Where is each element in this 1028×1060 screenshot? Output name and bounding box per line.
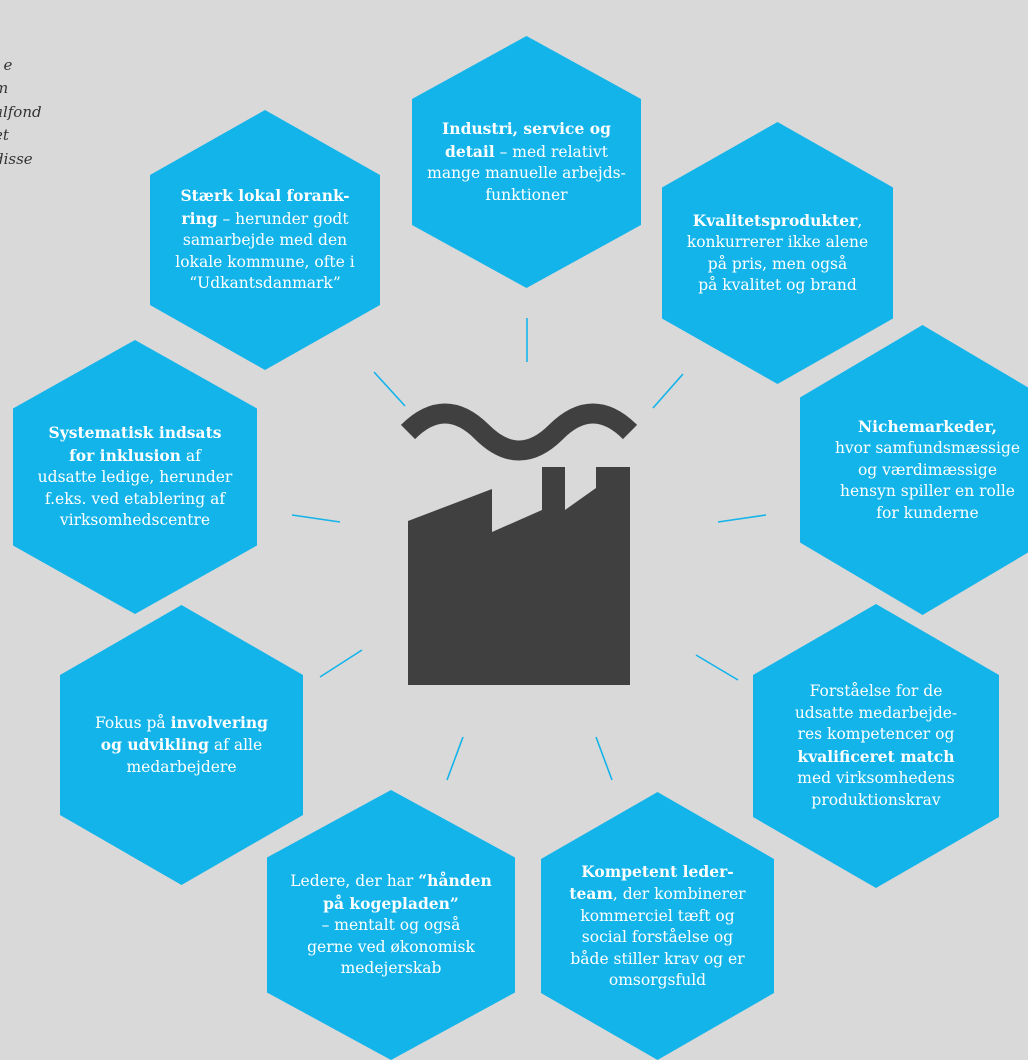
connector-line [652,373,684,409]
intro-text-fragment: e m alfond et disse [0,30,134,171]
connector-lines [291,318,767,781]
hexagon-bold-text: Kompetent leder- team [569,861,734,904]
hexagon-bold-text: involvering og udvikling [100,712,268,755]
hexagon-normal-text: , der kombinerer kommerciel tæft og soci… [570,885,746,989]
hexagon-text: Ledere, der har “hånden på kogepladen” –… [290,870,491,980]
factory-icon [400,403,638,685]
hexagon-text: Nichemarkeder, hvor samfundsmæssige og v… [835,416,1020,525]
hexagon-text: Kompetent leder- team, der kombinerer ko… [569,861,745,992]
connector-line [291,514,341,523]
hexagon-kompetent: Kompetent leder- team, der kombinerer ko… [541,792,774,1060]
hexagon-normal-text: , konkurrerer ikke alene på pris, men og… [686,211,869,295]
hexagon-normal-text: – mentalt og også gerne ved økonomisk me… [307,916,475,978]
hexagon-normal-text: Fokus på [94,713,171,732]
hexagon-normal-text: – herunder godt samarbejde med den lokal… [175,209,355,293]
connector-line [695,654,739,681]
hexagon-normal-text: af udsatte ledige, herunder f.eks. ved e… [37,446,233,530]
connector-line [373,371,406,407]
connector-line [446,736,464,781]
intro-line: disse [0,149,33,168]
connector-line [717,514,767,523]
hexagon-text: Systematisk indsats for inklusion af uds… [38,422,233,532]
hexagon-bold-text: kvalificeret match [797,746,955,766]
hexagon-bold-text: “hånden på kogepladen” [323,871,492,913]
hexagon-normal-text: af alle medarbejdere [126,736,263,776]
hexagon-normal-text: Ledere, der har [290,872,419,891]
intro-line: m [0,79,8,97]
hexagon-ledere: Ledere, der har “hånden på kogepladen” –… [267,790,515,1060]
hexagon-text: Forståelse for de udsatte medarbejde- re… [795,681,957,811]
intro-line: e [3,55,13,74]
hexagon-text: Fokus på involvering og udvikling af all… [95,712,268,779]
hexagon-bold-text: Kvalitetsprodukter [692,210,858,230]
hexagon-bold-text: Industri, service og detail [442,119,611,161]
hexagon-normal-text: Forståelse for de udsatte medarbejde- re… [794,682,958,743]
hexagon-bold-text: Stærk lokal forank- ring [180,186,350,228]
hexagon-text: Industri, service og detail – med relati… [427,118,626,206]
hexagon-text: Kvalitetsprodukter, konkurrerer ikke ale… [687,210,868,297]
hexagon-bold-text: Systematisk indsats for inklusion [48,423,222,465]
intro-line: alfond [0,102,42,121]
connector-line [595,736,613,781]
hexagon-normal-text: hvor samfundsmæssige og værdimæssige hen… [834,439,1021,522]
hexagon-lokal: Stærk lokal forank- ring – herunder godt… [150,110,380,370]
hexagon-text: Stærk lokal forank- ring – herunder godt… [175,185,354,295]
hexagon-fokus: Fokus på involvering og udvikling af all… [60,605,303,885]
hexagon-normal-text: – med relativt mange manuelle arbejds- f… [427,142,626,204]
intro-line: et [0,126,9,144]
connector-line [319,649,363,678]
hexagon-normal-text: med virksomhedens produktionskrav [797,769,955,809]
hexagon-bold-text: Nichemarkeder, [858,416,997,436]
